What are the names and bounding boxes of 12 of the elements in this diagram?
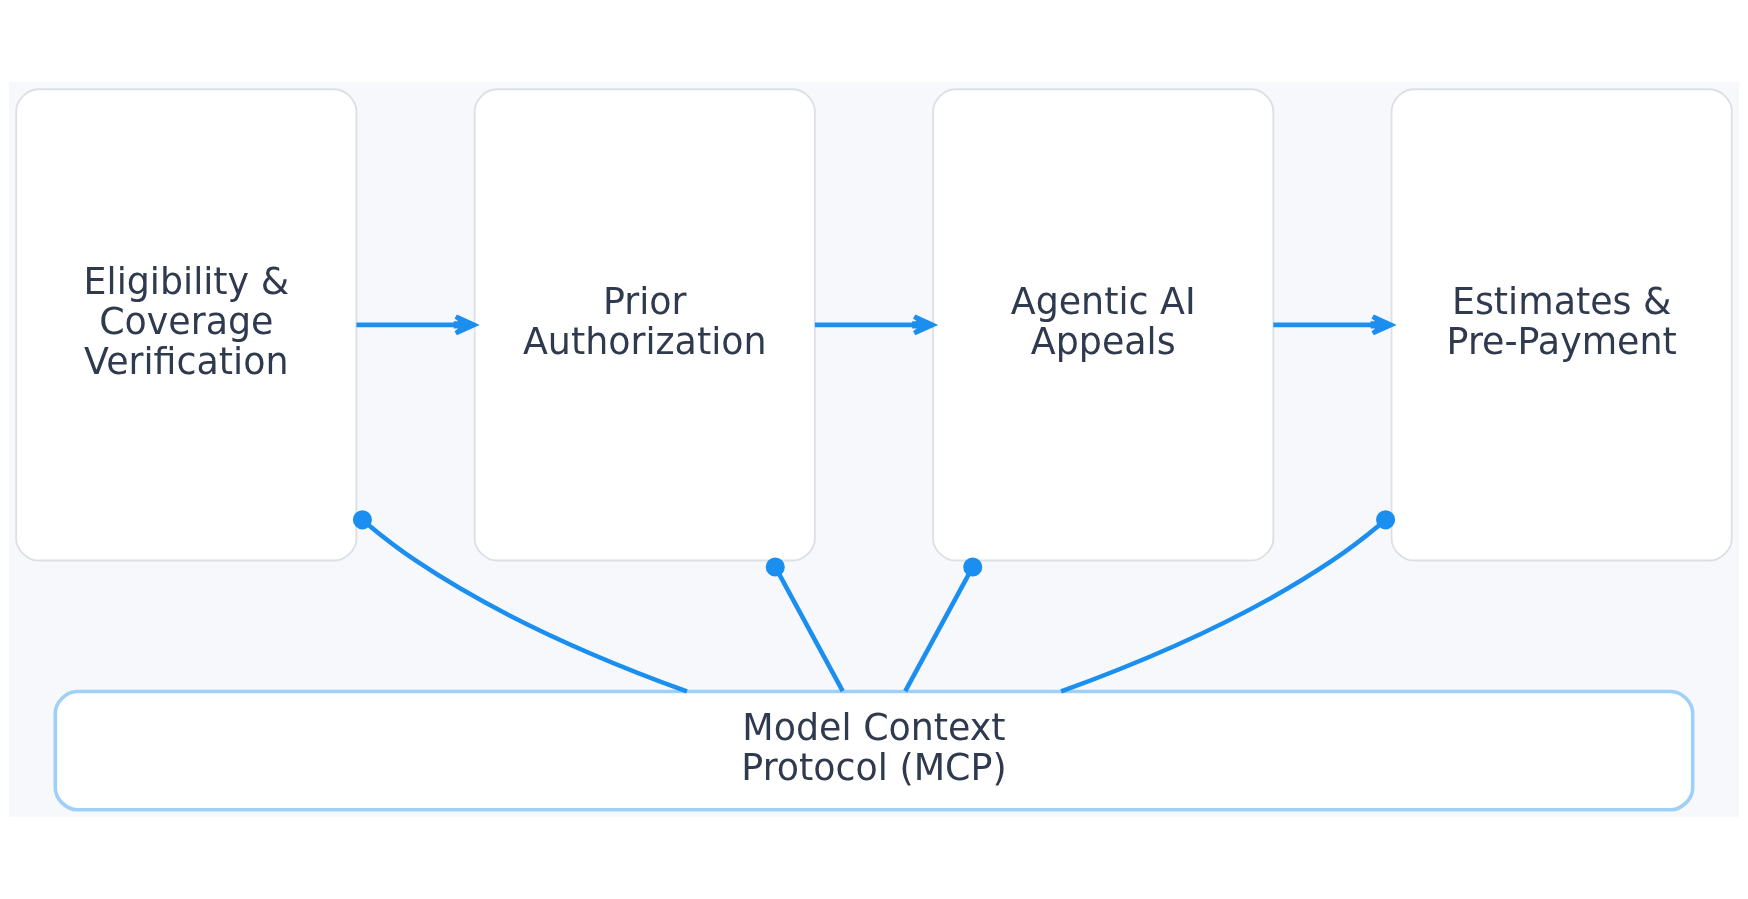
node-box: Agentic AI Appeals — [932, 88, 1275, 562]
arrow — [1273, 314, 1394, 336]
arrow — [356, 314, 477, 336]
connector — [903, 557, 983, 693]
node-box: Prior Authorization — [473, 88, 816, 562]
arrow — [814, 314, 935, 336]
connector — [352, 510, 688, 694]
node-box: Estimates & Pre-Payment — [1390, 88, 1733, 562]
connector — [765, 557, 845, 693]
node-box: Eligibility & Coverage Verification — [15, 88, 358, 562]
node-box: Model Context Protocol (MCP) — [53, 689, 1695, 812]
connector — [1060, 510, 1396, 694]
